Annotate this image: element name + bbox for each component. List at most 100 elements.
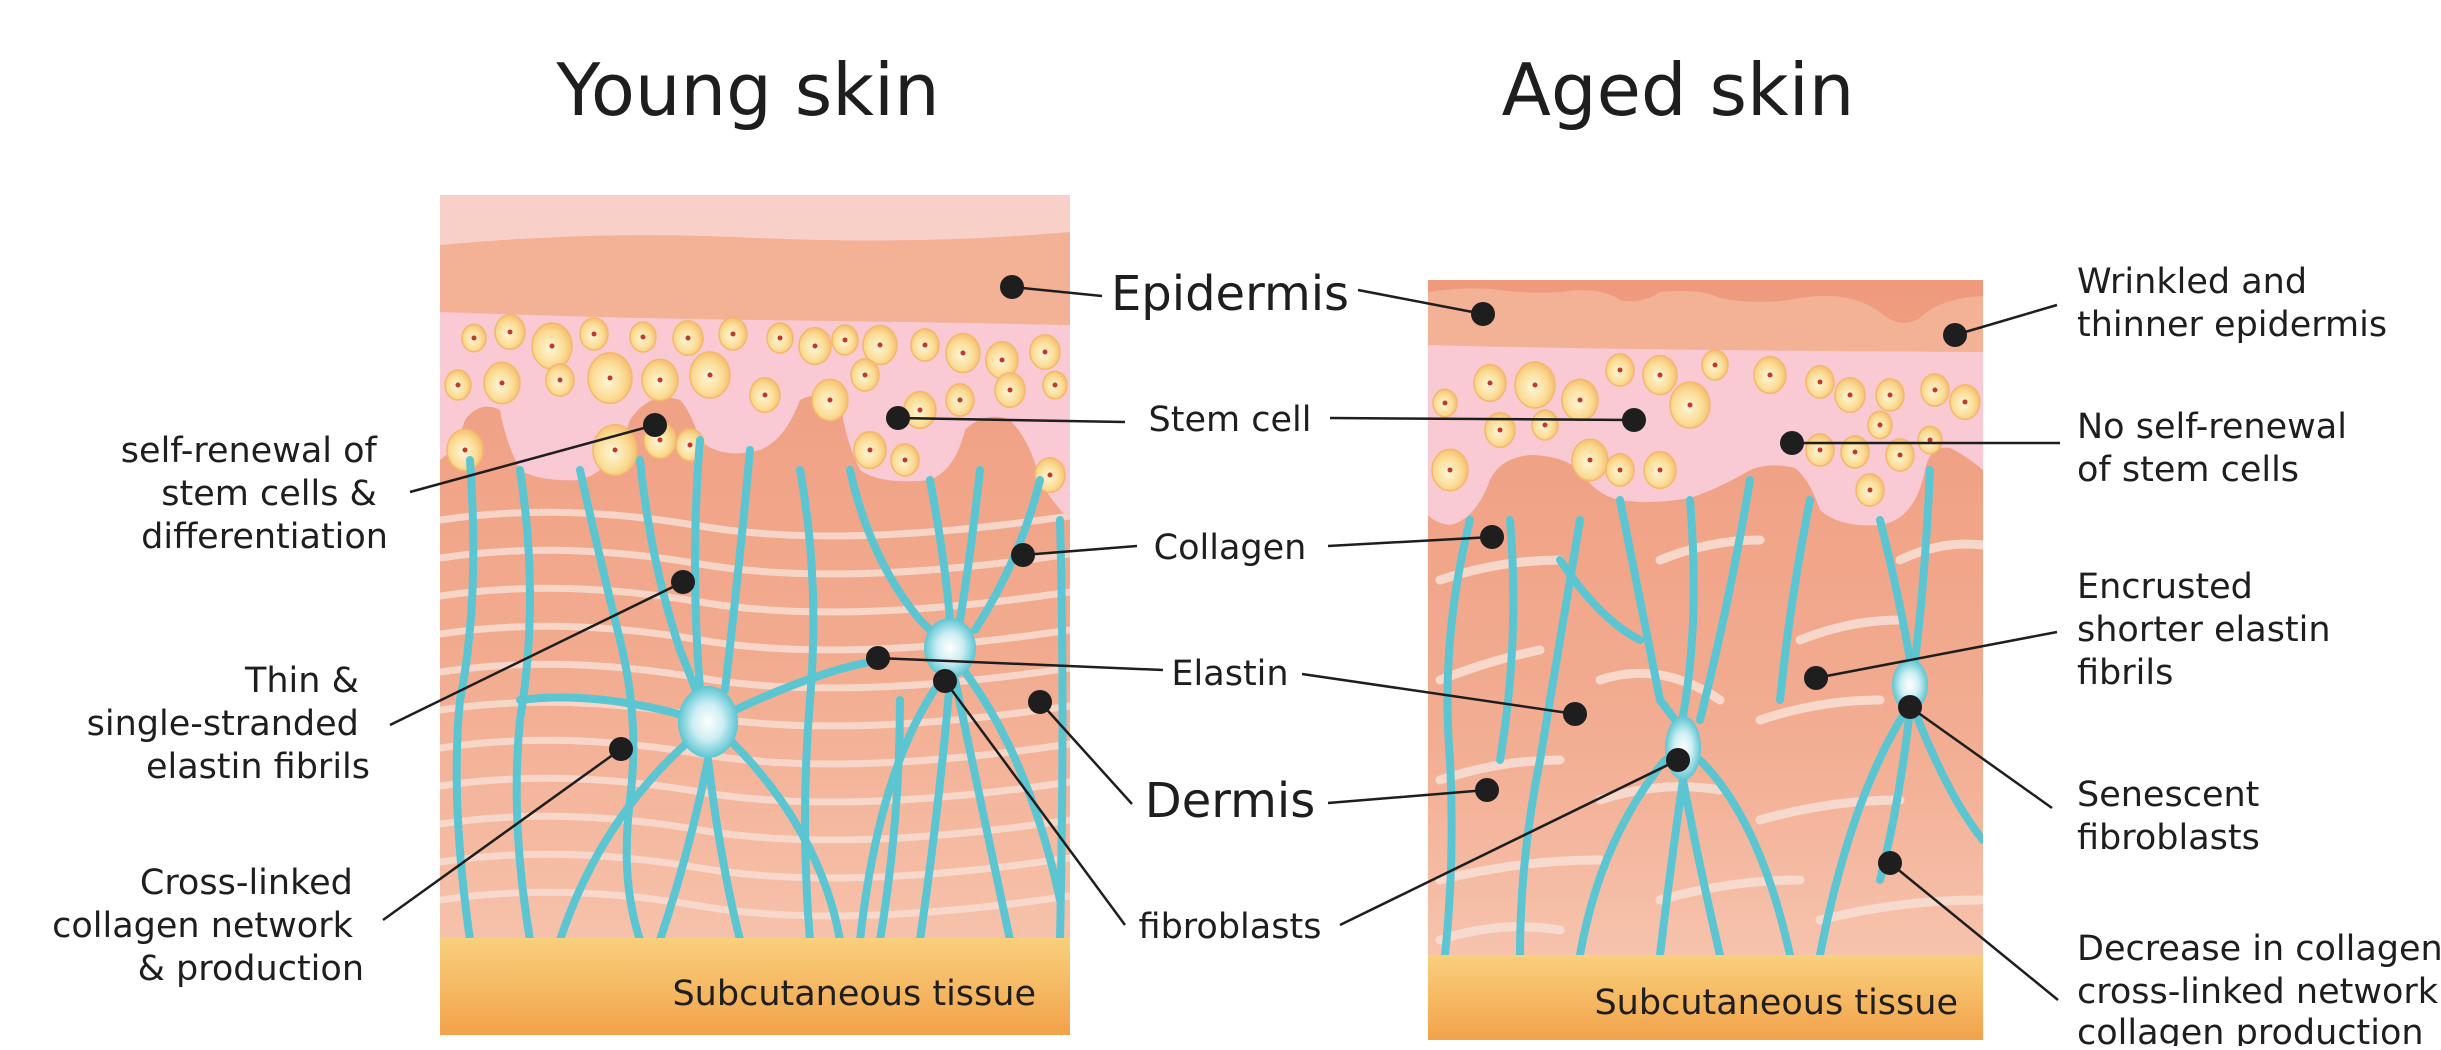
dot-elastin-young — [866, 646, 890, 670]
young-stem-cell-nucleus — [608, 376, 613, 381]
aged-stem-cell-nucleus — [1658, 468, 1663, 473]
label-wrinkled: Wrinkled and thinner epidermis — [2077, 262, 2387, 345]
aged-skin-title: Aged skin — [1502, 48, 1855, 132]
label-cross-linked: Cross-linked collagen network & producti… — [52, 863, 364, 989]
label-elastin: Elastin — [1171, 654, 1288, 694]
young-stem-cell-nucleus — [708, 373, 713, 378]
young-stem-cell-nucleus — [1000, 358, 1005, 363]
dot-thin-elastin — [671, 570, 695, 594]
label-senescent: Senescent fibroblasts — [2077, 775, 2271, 858]
dot-self-renewal — [643, 413, 667, 437]
young-epidermis-top — [440, 195, 1070, 245]
dot-fibroblast-young — [933, 669, 957, 693]
young-stem-cell-nucleus — [472, 336, 477, 341]
dot-dermis-aged — [1475, 778, 1499, 802]
aged-stem-cell-nucleus — [1853, 450, 1858, 455]
young-stem-cell-nucleus — [1053, 383, 1058, 388]
young-stem-cell-nucleus — [500, 381, 505, 386]
aged-stem-cell-nucleus — [1588, 458, 1593, 463]
young-stem-cell-nucleus — [658, 438, 663, 443]
dot-encrusted — [1804, 666, 1828, 690]
label-self-renewal: self-renewal of stem cells & differentia… — [121, 431, 388, 557]
dot-senescent — [1898, 695, 1922, 719]
dot-collagen-young — [1011, 543, 1035, 567]
young-stem-cell-nucleus — [813, 344, 818, 349]
aged-subcutaneous-label: Subcutaneous tissue — [1594, 983, 1958, 1023]
aged-stem-cell-nucleus — [1848, 393, 1853, 398]
dot-decrease — [1878, 851, 1902, 875]
dot-no-self-renewal — [1780, 431, 1804, 455]
dot-stemcell-aged — [1622, 408, 1646, 432]
aged-skin-panel — [1428, 280, 1983, 1040]
aged-stem-cell-nucleus — [1818, 380, 1823, 385]
aged-stem-cell-nucleus — [1898, 453, 1903, 458]
young-stem-cell-nucleus — [658, 378, 663, 383]
young-stem-cell-nucleus — [456, 383, 461, 388]
dot-collagen-aged — [1480, 525, 1504, 549]
young-stem-cell-nucleus — [863, 373, 868, 378]
aged-stem-cell-nucleus — [1618, 368, 1623, 373]
label-dermis: Dermis — [1145, 773, 1315, 829]
young-skin-title: Young skin — [555, 48, 939, 132]
label-encrusted: Encrusted shorter elastin fibrils — [2077, 567, 2342, 693]
aged-stem-cell-nucleus — [1818, 448, 1823, 453]
young-stem-cell-nucleus — [641, 335, 646, 340]
young-stem-cell-nucleus — [613, 448, 618, 453]
aged-stem-cell-nucleus — [1543, 423, 1548, 428]
young-stem-cell-nucleus — [1008, 388, 1013, 393]
young-stem-cell-nucleus — [778, 336, 783, 341]
young-stem-cell-nucleus — [923, 343, 928, 348]
label-thin-elastin: Thin & single-stranded elastin fibrils — [87, 661, 370, 787]
young-fibroblast-2 — [924, 618, 976, 678]
dot-fibroblast-aged — [1666, 748, 1690, 772]
dot-epidermis-aged — [1471, 302, 1495, 326]
young-stem-cell-nucleus — [878, 343, 883, 348]
young-stem-cell-nucleus — [731, 332, 736, 337]
dot-elastin-aged — [1563, 702, 1587, 726]
young-subcutaneous-label: Subcutaneous tissue — [672, 974, 1036, 1014]
aged-stem-cell-nucleus — [1963, 400, 1968, 405]
dot-epidermis-young — [1000, 275, 1024, 299]
aged-stem-cell-nucleus — [1498, 428, 1503, 433]
young-stem-cell-nucleus — [763, 393, 768, 398]
young-stem-cell-nucleus — [688, 443, 693, 448]
label-stem-cell: Stem cell — [1149, 400, 1312, 440]
aged-stem-cell-nucleus — [1933, 388, 1938, 393]
young-stem-cell-nucleus — [1048, 473, 1053, 478]
label-collagen: Collagen — [1154, 528, 1307, 568]
dot-wrinkled — [1943, 323, 1967, 347]
young-stem-cell-nucleus — [558, 378, 563, 383]
label-fibroblasts: fibroblasts — [1139, 907, 1322, 947]
aged-stem-cell-nucleus — [1618, 468, 1623, 473]
aged-stem-cell-nucleus — [1578, 398, 1583, 403]
label-no-self-renewal: No self-renewal of stem cells — [2077, 407, 2358, 490]
dot-cross-linked — [609, 737, 633, 761]
young-stem-cell-nucleus — [592, 332, 597, 337]
dot-stemcell-young — [886, 406, 910, 430]
aged-stem-cell-nucleus — [1868, 488, 1873, 493]
young-stem-cell-nucleus — [550, 344, 555, 349]
aged-stem-cell-nucleus — [1878, 423, 1883, 428]
young-stem-cell-nucleus — [463, 448, 468, 453]
young-stem-cell-nucleus — [508, 330, 513, 335]
young-stem-cell-nucleus — [958, 398, 963, 403]
aged-stem-cell-nucleus — [1488, 381, 1493, 386]
label-epidermis: Epidermis — [1111, 266, 1349, 322]
young-stem-cell-nucleus — [686, 336, 691, 341]
aged-stem-cell-nucleus — [1448, 468, 1453, 473]
young-stem-cell-nucleus — [868, 448, 873, 453]
young-stem-cell-nucleus — [843, 338, 848, 343]
young-stem-cell-nucleus — [903, 458, 908, 463]
aged-stem-cell-nucleus — [1768, 373, 1773, 378]
young-stem-cell-nucleus — [1043, 350, 1048, 355]
young-elastin-fiber — [1060, 520, 1063, 940]
aged-stem-cell-nucleus — [1533, 383, 1538, 388]
label-decrease: Decrease in collagen cross-linked networ… — [2077, 929, 2441, 1046]
young-skin-panel — [440, 195, 1070, 1035]
aged-stem-cell-nucleus — [1888, 393, 1893, 398]
young-stem-cell-nucleus — [828, 398, 833, 403]
aged-stem-cell-nucleus — [1713, 363, 1718, 368]
young-fibroblast-1 — [678, 686, 738, 758]
